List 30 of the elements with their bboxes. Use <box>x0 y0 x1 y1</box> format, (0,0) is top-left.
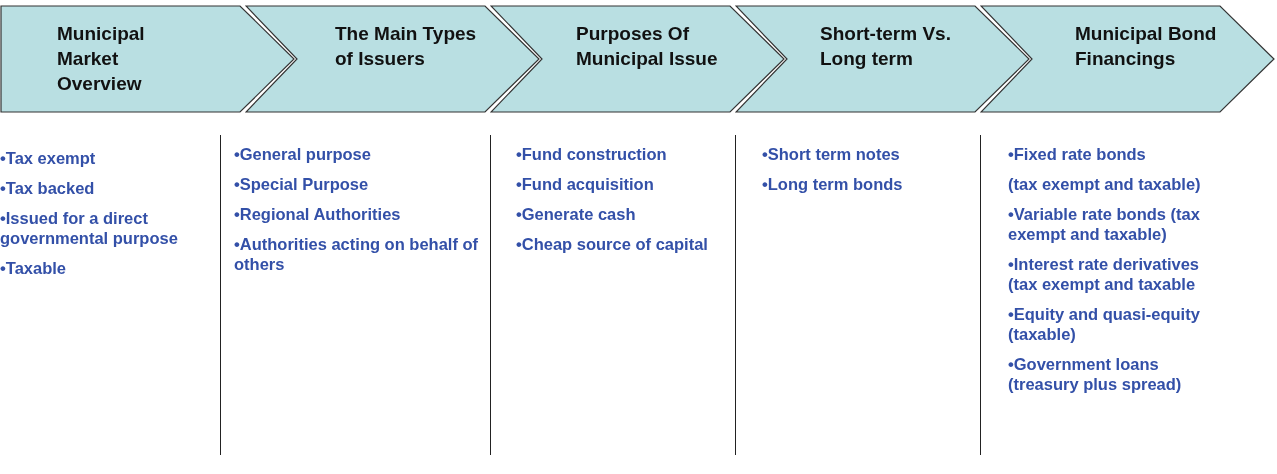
bullet-item: •Short term notes <box>762 144 901 164</box>
chevron-step <box>245 5 540 113</box>
bullet-item: •Fixed rate bonds <box>1008 144 1147 164</box>
bullet-item: •Taxable <box>0 258 67 278</box>
chevron-step <box>0 5 295 113</box>
bullet-item: •Issued for a direct governmental purpose <box>0 208 179 248</box>
bullet-item: •Variable rate bonds (tax exempt and taxable) <box>1008 204 1201 244</box>
step-title: Purposes Of Municipal Issue <box>576 22 719 71</box>
bullet-item: •Tax exempt <box>0 148 97 168</box>
step-title: Municipal Market Overview <box>57 22 146 96</box>
bullet-item: •Equity and quasi-equity (taxable) <box>1008 304 1201 344</box>
bullet-item: •Long term bonds <box>762 174 904 194</box>
chevron-step <box>980 5 1275 113</box>
bullet-item: •Fund construction <box>516 144 668 164</box>
bullet-item: •Special Purpose <box>234 174 370 194</box>
bullet-item: (tax exempt and taxable) <box>1008 174 1202 194</box>
bullet-item: •Fund acquisition <box>516 174 655 194</box>
bullet-item: •General purpose <box>234 144 372 164</box>
bullet-item: •Cheap source of capital <box>516 234 709 254</box>
chevron-step <box>490 5 785 113</box>
bullet-item: •Authorities acting on behalf of others <box>234 234 479 274</box>
bullet-item: •Interest rate derivatives (tax exempt and taxable <box>1008 254 1201 294</box>
bullet-item: •Government loans (treasury plus spread) <box>1008 354 1183 394</box>
bullet-item: •Tax backed <box>0 178 96 198</box>
step-title: Short-term Vs. Long term <box>820 22 952 71</box>
chevron-step <box>735 5 1030 113</box>
bullet-item: •Regional Authorities <box>234 204 402 224</box>
step-title: Municipal Bond Financings <box>1075 22 1218 71</box>
bullet-item: •Generate cash <box>516 204 637 224</box>
step-title: The Main Types of Issuers <box>335 22 478 71</box>
